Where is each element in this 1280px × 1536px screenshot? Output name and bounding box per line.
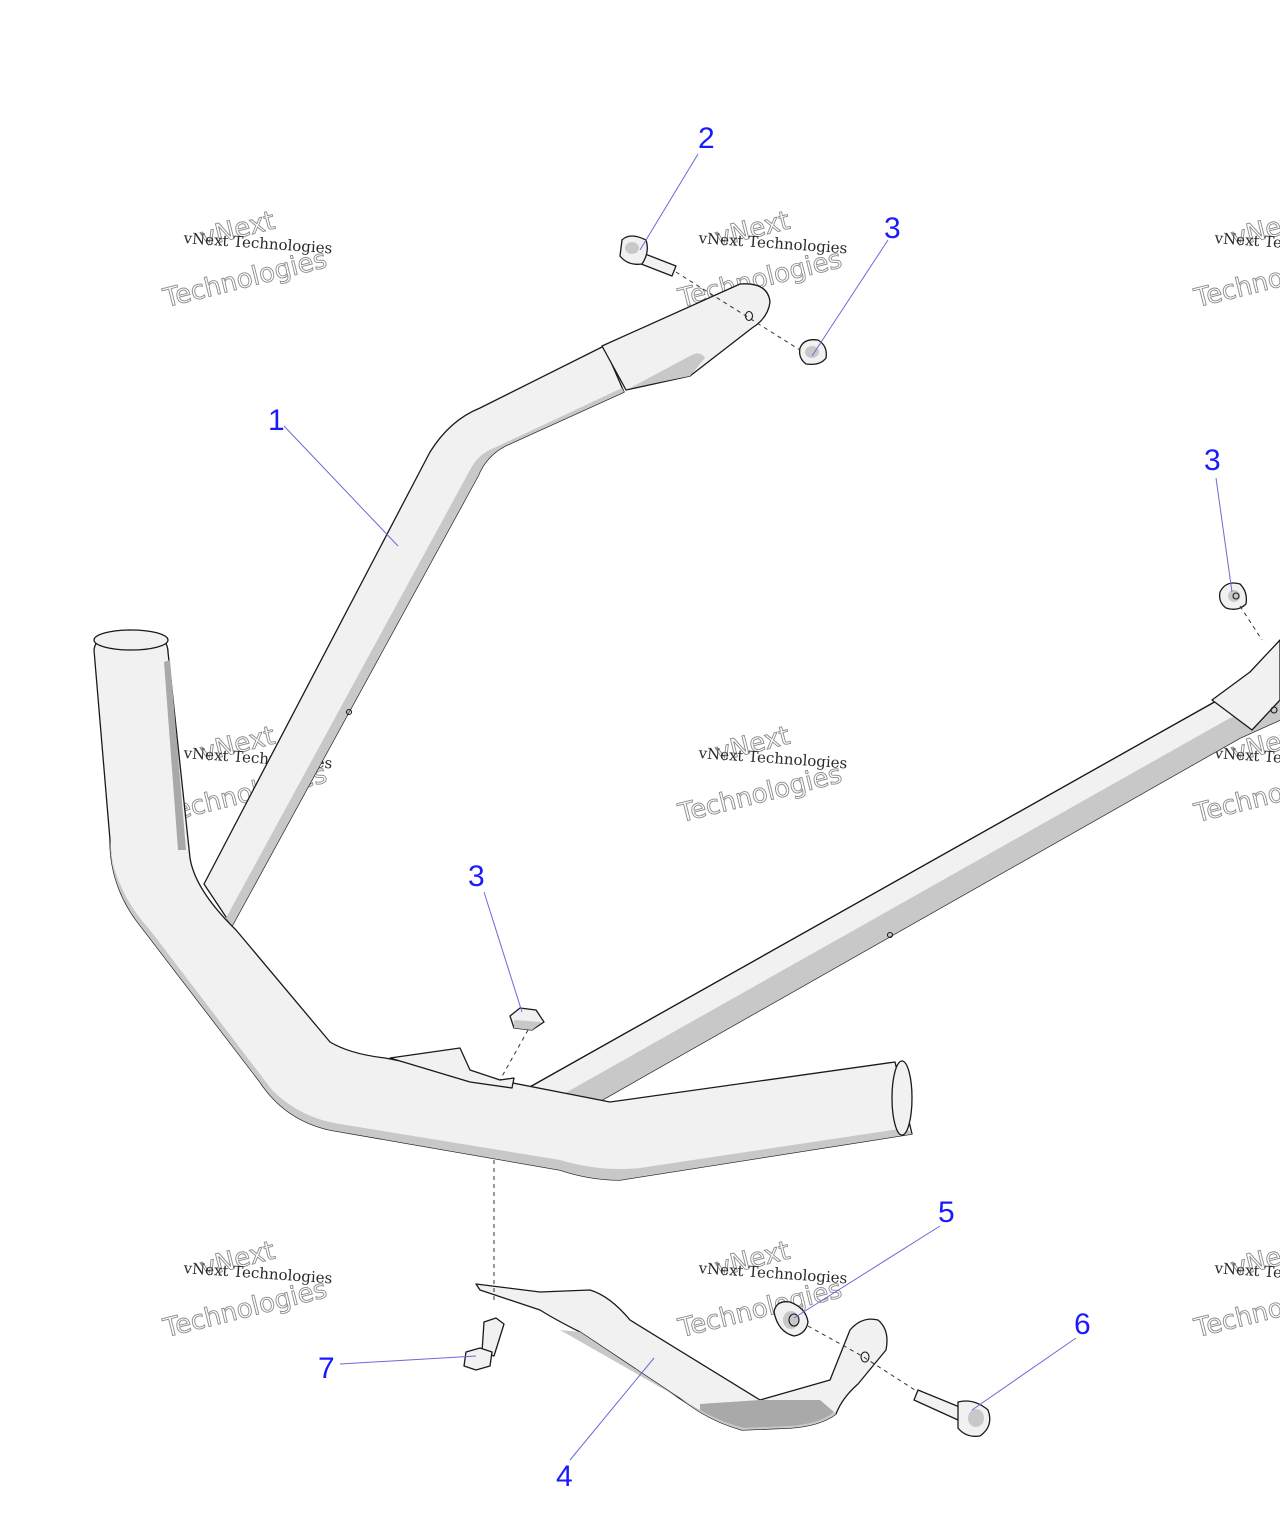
- callout-3-middle: 3: [468, 860, 485, 893]
- callout-3-top: 3: [884, 212, 901, 245]
- mounting-bracket: [475, 1283, 888, 1431]
- watermark: vNext vNext Technologies Technologies: [159, 1235, 333, 1344]
- main-bumper-tube: [93, 629, 913, 1181]
- watermark: vNext vNext Technologies Technologies: [1190, 1235, 1280, 1344]
- watermark-large-bottom: Technologies: [1191, 1274, 1280, 1344]
- watermark: vNext vNext Technologies Technologies: [1190, 205, 1280, 314]
- nut-bracket: [773, 1301, 809, 1337]
- bolt-top: [619, 235, 677, 277]
- callout-7: 7: [318, 1352, 335, 1385]
- watermark: vNext vNext Technologies Technologies: [674, 1235, 848, 1344]
- upper-diagonal-tube: [203, 283, 771, 927]
- assembly-lines: [493, 271, 1263, 1393]
- nut-right: [1218, 582, 1248, 610]
- callout-6: 6: [1074, 1308, 1091, 1341]
- watermark-large-bottom: Technologies: [160, 1274, 330, 1344]
- watermark-large-bottom: Technologies: [675, 759, 845, 829]
- callout-numbers: 1 2 3 3 3 4 5 6 7: [268, 122, 1221, 1493]
- watermark-large-bottom: Technologies: [160, 244, 330, 314]
- watermark-line: vNext Technologies: [1213, 229, 1280, 257]
- bolt-bottom: [463, 1317, 505, 1371]
- watermark-line: vNext Technologies: [1213, 1259, 1280, 1287]
- watermark-large-bottom: Technologies: [1191, 244, 1280, 314]
- callout-3-right: 3: [1204, 444, 1221, 477]
- leader-lines: [283, 153, 1233, 1461]
- bumper-tube-frame: [93, 283, 1280, 1181]
- callout-4: 4: [556, 1460, 573, 1493]
- watermark: vNext vNext Technologies Technologies: [159, 205, 333, 314]
- callout-5: 5: [938, 1196, 955, 1229]
- bolt-bracket: [913, 1389, 991, 1437]
- watermark: vNext vNext Technologies Technologies: [674, 720, 848, 829]
- nut-middle: [509, 1007, 545, 1031]
- callout-2: 2: [698, 122, 715, 155]
- nut-top: [798, 339, 827, 366]
- callout-1: 1: [268, 404, 285, 437]
- watermark-large-bottom: Technologies: [1191, 759, 1280, 829]
- watermark-large-bottom: Technologies: [675, 1274, 845, 1344]
- right-diagonal-tube: [527, 639, 1280, 1101]
